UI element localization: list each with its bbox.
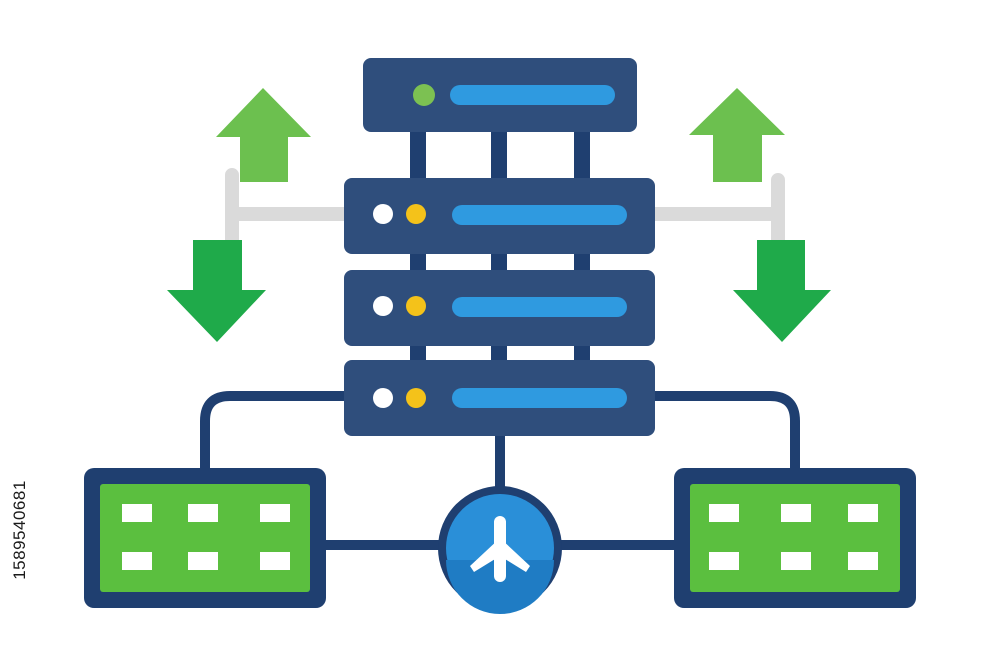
panel-face [100, 484, 310, 592]
panel-cell [188, 504, 218, 522]
status-led-white [373, 296, 393, 316]
panel-cell [260, 504, 290, 522]
panel-cell [848, 504, 878, 522]
network-lines [200, 391, 800, 550]
right-link-line [650, 391, 800, 490]
panel-cell [781, 504, 811, 522]
stock-image-id-text: 1589540681 [10, 480, 30, 580]
network-switch-right-icon [674, 468, 916, 608]
server-unit-2 [344, 270, 655, 346]
panel-cells [709, 504, 878, 570]
status-bar [452, 297, 627, 317]
status-led-yellow [406, 204, 426, 224]
panel-cell [709, 504, 739, 522]
airplane-icon [470, 516, 530, 582]
download-arrow-right-icon [733, 240, 831, 342]
panel-cell [781, 552, 811, 570]
panel-cell [848, 552, 878, 570]
server-unit-1 [344, 178, 655, 254]
stock-image-id: 1589540681 [2, 420, 38, 640]
network-switch-left-icon [84, 468, 326, 608]
left-pipe [225, 168, 357, 253]
right-pipe [645, 173, 785, 253]
status-led-yellow [406, 296, 426, 316]
status-bar [452, 388, 627, 408]
status-bar [452, 205, 627, 225]
server-unit-top [363, 58, 637, 132]
panel-cell [122, 552, 152, 570]
panel-cells [122, 504, 290, 570]
panel-cell [709, 552, 739, 570]
panel-cell [122, 504, 152, 522]
panel-face [690, 484, 900, 592]
upload-arrow-right-icon [689, 88, 785, 182]
hub-lower-shade [446, 560, 554, 614]
status-bar [450, 85, 615, 105]
status-led-white [373, 388, 393, 408]
left-link-line [200, 391, 350, 490]
server-unit-3 [344, 360, 655, 436]
upload-arrow-left-icon [216, 88, 311, 182]
download-arrow-left-icon [167, 240, 266, 342]
network-hub-icon [438, 486, 562, 614]
status-led-white [373, 204, 393, 224]
panel-cell [188, 552, 218, 570]
status-led-yellow [406, 388, 426, 408]
status-led-green [413, 84, 435, 106]
panel-cell [260, 552, 290, 570]
